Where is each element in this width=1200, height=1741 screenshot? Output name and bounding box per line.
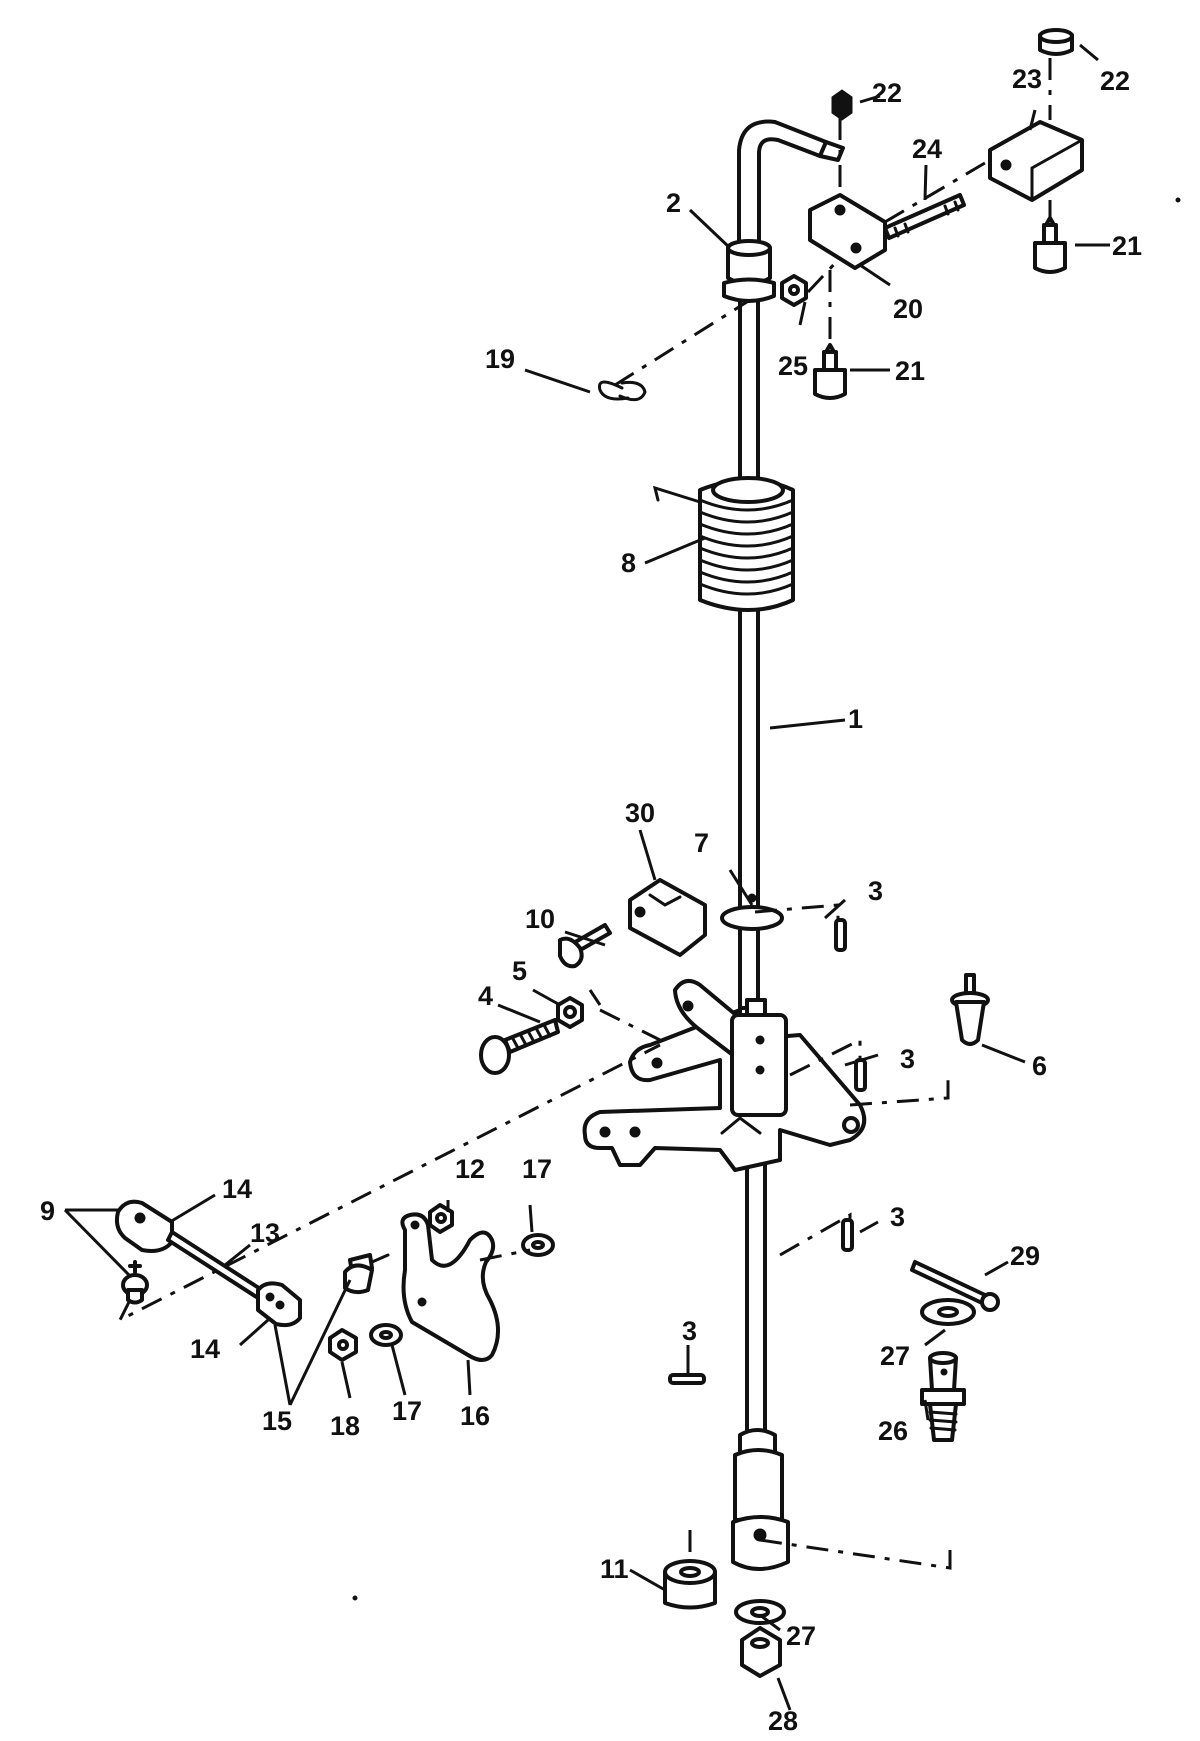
throttle-shaft bbox=[737, 119, 845, 1562]
roll-pin bbox=[668, 918, 867, 1385]
callout-21: 21 bbox=[1112, 231, 1142, 261]
callout-25: 25 bbox=[778, 351, 808, 381]
callout-26: 26 bbox=[878, 1416, 908, 1446]
clamp-block bbox=[628, 878, 707, 957]
callout-20: 20 bbox=[893, 294, 923, 324]
callout-28: 28 bbox=[768, 1706, 798, 1736]
callout-27: 27 bbox=[880, 1341, 910, 1371]
callout-3: 3 bbox=[890, 1202, 905, 1232]
pivot-stud bbox=[920, 1351, 966, 1442]
leader-lines bbox=[63, 43, 1110, 1711]
callout-19: 19 bbox=[485, 344, 515, 374]
callout-17: 17 bbox=[522, 1154, 552, 1184]
callout-8: 8 bbox=[621, 548, 636, 578]
callout-9: 9 bbox=[40, 1196, 55, 1226]
nut-18 bbox=[328, 1328, 358, 1362]
link-block bbox=[808, 193, 887, 270]
e-clip bbox=[597, 380, 647, 402]
callout-29: 29 bbox=[1010, 1241, 1040, 1271]
callout-6: 6 bbox=[1032, 1051, 1047, 1081]
callout-3: 3 bbox=[868, 876, 883, 906]
callout-23: 23 bbox=[1012, 64, 1042, 94]
left-link-rod bbox=[114, 1199, 302, 1328]
link-rod bbox=[883, 193, 966, 240]
callout-16: 16 bbox=[460, 1401, 490, 1431]
callout-3: 3 bbox=[900, 1044, 915, 1074]
callout-13: 13 bbox=[250, 1218, 280, 1248]
scan-specks bbox=[352, 197, 1181, 1601]
throttle-lever-arm bbox=[582, 979, 867, 1172]
callout-12: 12 bbox=[455, 1154, 485, 1184]
callout-10: 10 bbox=[525, 904, 555, 934]
callout-11: 11 bbox=[600, 1554, 629, 1584]
callout-27: 27 bbox=[786, 1621, 816, 1651]
callout-labels: 1 2 3 3 3 3 4 5 6 7 8 9 10 11 12 13 14 1… bbox=[40, 64, 1142, 1736]
shoulder-stud bbox=[950, 973, 990, 1046]
callout-15: 15 bbox=[262, 1406, 292, 1436]
hex-nut bbox=[740, 1626, 782, 1678]
shaft-lower-fitting bbox=[731, 1428, 790, 1571]
link-screw bbox=[121, 1260, 149, 1305]
callout-7: 7 bbox=[694, 828, 709, 858]
assembly-lines bbox=[116, 58, 1052, 1570]
callout-4: 4 bbox=[478, 981, 493, 1011]
callout-1: 1 bbox=[848, 704, 863, 734]
adjusting-nut bbox=[556, 996, 584, 1029]
callout-22: 22 bbox=[872, 78, 902, 108]
callout-14: 14 bbox=[222, 1174, 252, 1204]
torsion-spring bbox=[652, 476, 795, 612]
ball-joint bbox=[343, 1253, 390, 1295]
washer bbox=[369, 1233, 555, 1347]
grommet bbox=[663, 1559, 717, 1610]
adjusting-screw bbox=[479, 1018, 560, 1075]
ball-stud bbox=[813, 216, 1067, 400]
callout-24: 24 bbox=[912, 134, 942, 164]
callout-30: 30 bbox=[625, 798, 655, 828]
callout-17: 17 bbox=[392, 1396, 422, 1426]
link-end-block bbox=[988, 120, 1084, 202]
lock-nut bbox=[780, 28, 1074, 307]
cotter-pin bbox=[910, 1260, 1000, 1312]
callout-2: 2 bbox=[666, 188, 681, 218]
shaft-bushing bbox=[722, 239, 776, 303]
callout-21: 21 bbox=[895, 356, 925, 386]
callout-14: 14 bbox=[190, 1334, 220, 1364]
callout-5: 5 bbox=[512, 956, 527, 986]
callout-18: 18 bbox=[330, 1411, 360, 1441]
callout-22: 22 bbox=[1100, 66, 1130, 96]
flat-washer bbox=[734, 1298, 976, 1625]
throttle-cam-bracket bbox=[400, 1212, 500, 1362]
callout-3: 3 bbox=[682, 1316, 697, 1346]
